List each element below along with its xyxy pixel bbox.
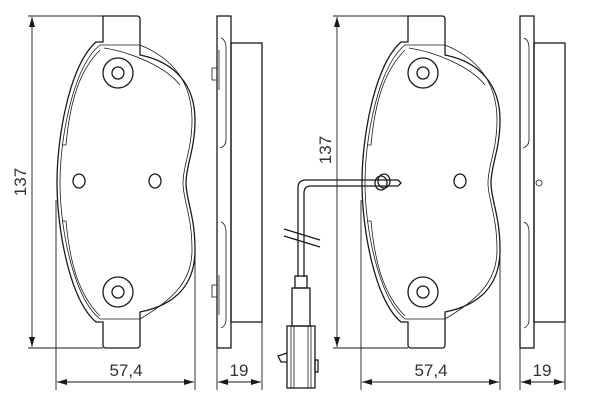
- pad-left-side-view: [211, 15, 263, 349]
- pad-left-width-dimension: 57,4: [55, 200, 196, 390]
- thickness-label: 19: [533, 361, 552, 380]
- width-label: 57,4: [414, 361, 447, 380]
- pad-right-width-dimension: 57,4: [360, 200, 501, 390]
- pad-right-side-view: [519, 15, 566, 349]
- pad-left-front-view: [56, 15, 196, 349]
- width-label: 57,4: [109, 361, 142, 380]
- height-label: 137: [316, 136, 335, 164]
- pad-right-height-dimension: 137: [316, 15, 408, 349]
- wear-sensor-wire: [283, 175, 402, 277]
- height-label: 137: [11, 168, 30, 196]
- thickness-label: 19: [230, 361, 249, 380]
- wear-sensor-connector: [277, 275, 319, 389]
- pad-right-front-view: [361, 15, 501, 349]
- pad-left-thickness-dimension: 19: [216, 322, 263, 390]
- pad-left-height-dimension: 137: [11, 15, 103, 349]
- pad-right-thickness-dimension: 19: [519, 322, 566, 390]
